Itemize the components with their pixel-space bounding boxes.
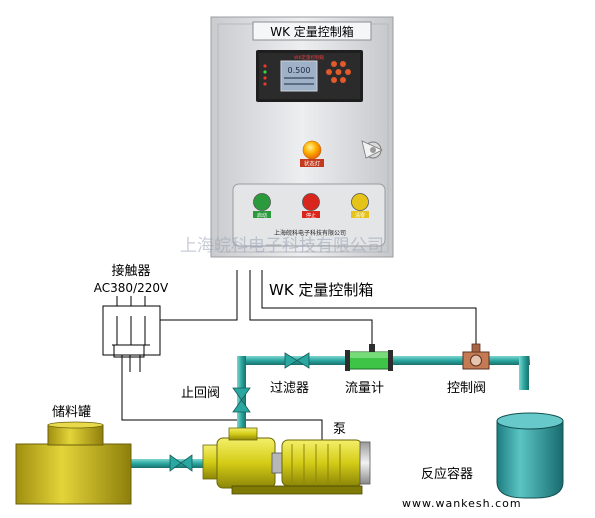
pump [202,427,371,495]
controller-display-value: 0.500 [288,66,311,75]
label-contactor: 接触器 [111,263,150,279]
label-filter: 过滤器 [270,381,309,396]
control-valve [462,343,490,370]
label-storage-tank: 储料罐 [52,405,91,420]
storage-tank [15,421,132,505]
label-pump: 泵 [333,422,346,437]
cabinet-title-plate [252,21,372,41]
suction-valve [169,454,193,472]
manufacturer-plate: 上海皖科电子科技有限公司 [274,229,346,237]
website-text: www.wankesh.com [402,497,522,510]
panel-button-label: 启动 [257,212,267,219]
status-lamp-label: 状态灯 [304,160,321,168]
watermark: 上海皖科电子科技有限公司 [180,236,384,256]
controller-keypad [326,61,351,83]
selector-switch [361,140,383,159]
cabinet-title: WK 定量控制箱 [270,24,354,39]
panel-button-knob [351,193,369,211]
panel-button-knob [253,193,271,211]
label-control-box: WK 定量控制箱 [269,281,373,299]
check-valve [232,387,251,413]
panel-button-label: 清零 [355,212,365,219]
label-check-valve: 止回阀 [181,386,220,401]
panel-button-label: 停止 [306,212,316,219]
panel-button-1: 启动 [253,193,271,219]
reactor-vessel [496,412,564,499]
status-lamp: 状态灯 [300,140,324,168]
control-cabinet: WK 定量控制箱 WK定量控制箱 0.500 [210,16,394,258]
controller-header: WK定量控制箱 [294,54,324,61]
label-voltage: AC380/220V [94,281,169,295]
filter [284,352,310,369]
flow-controller: WK定量控制箱 0.500 [256,50,363,102]
controller-screen [280,60,318,92]
label-flow-meter: 流量计 [345,381,384,396]
panel-button-2: 停止 [302,193,320,219]
panel-button-knob [302,193,320,211]
flow-meter [345,344,393,371]
contactor [102,296,161,358]
panel-button-3: 清零 [351,193,369,219]
label-control-valve: 控制阀 [447,381,486,396]
control-wiring [121,270,477,440]
label-reactor: 反应容器 [421,466,473,482]
